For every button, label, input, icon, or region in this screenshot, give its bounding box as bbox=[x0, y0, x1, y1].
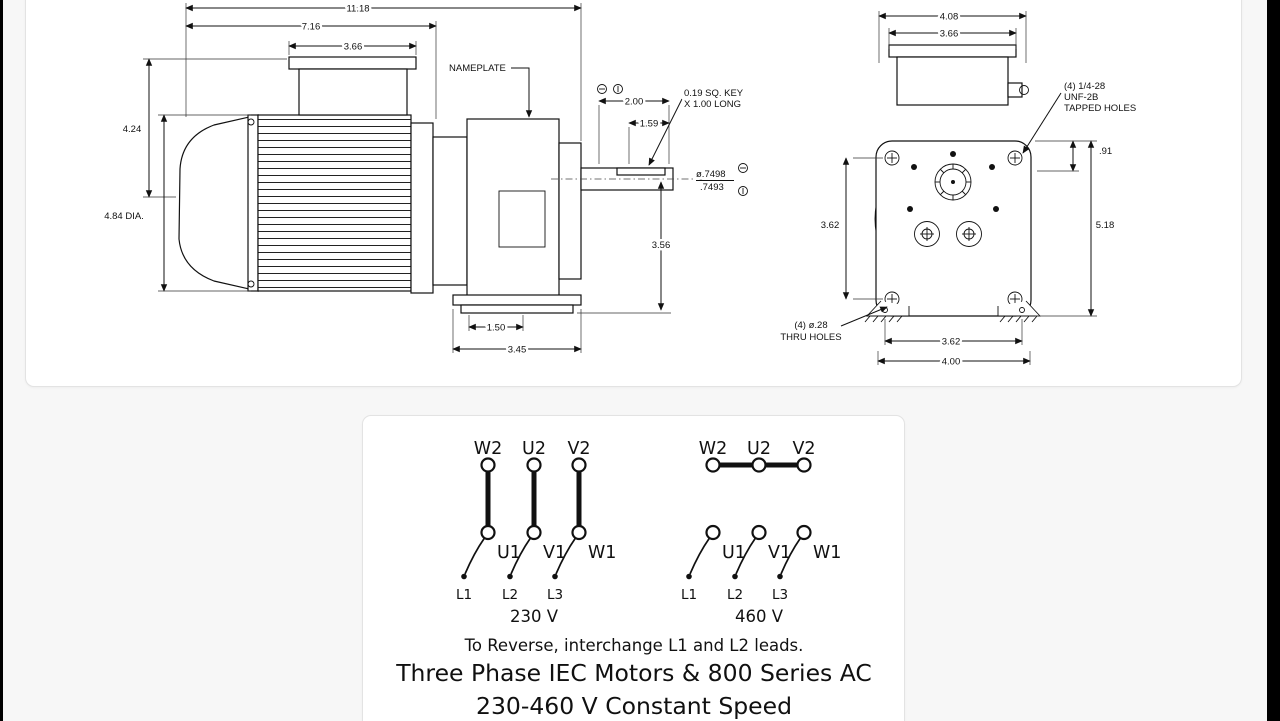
side-view-dimensions bbox=[143, 3, 734, 353]
wiring-title-line2: 230-460 V Constant Speed bbox=[476, 692, 792, 720]
label-v1-460: V1 bbox=[768, 543, 791, 563]
dim-box-width: 3.66 bbox=[344, 42, 363, 53]
label-l2-230: L2 bbox=[502, 587, 518, 603]
label-v2-230: V2 bbox=[567, 439, 590, 459]
tapped-note-line1: (4) 1/4-28 bbox=[1064, 81, 1105, 92]
label-l3-230: L3 bbox=[547, 587, 563, 603]
reverse-note: To Reverse, interchange L1 and L2 leads. bbox=[464, 636, 804, 655]
shaft-end bbox=[934, 163, 972, 201]
dim-424: 4.24 bbox=[123, 124, 142, 135]
terminal-v2 bbox=[571, 457, 587, 473]
gdt-symbols bbox=[597, 84, 748, 196]
dim-356: 3.56 bbox=[652, 240, 671, 251]
end-bell-flange bbox=[247, 114, 259, 292]
dim-91: .91 bbox=[1099, 146, 1112, 157]
dim-overall-length: 11.18 bbox=[346, 4, 369, 15]
label-l2-460: L2 bbox=[727, 587, 743, 603]
end-bell bbox=[178, 114, 259, 292]
tapped-note-line2: UNF-2B bbox=[1064, 92, 1098, 103]
dim-200: 2.00 bbox=[625, 97, 644, 108]
gland-knob bbox=[1019, 85, 1029, 95]
label-l3-460: L3 bbox=[772, 587, 788, 603]
dimension-drawing-panel: 11.18 7.16 3.66 4.24 4.84 DIA. NAMEPLATE… bbox=[25, 0, 1242, 387]
voltage-230: 230 V bbox=[510, 607, 559, 626]
side-view: 11.18 7.16 3.66 4.24 4.84 DIA. NAMEPLATE… bbox=[102, 1, 748, 358]
terminal-u1 bbox=[705, 524, 721, 541]
label-u1-460: U1 bbox=[722, 543, 746, 563]
conduit-box-body-end bbox=[896, 56, 1009, 106]
label-u2-230: U2 bbox=[522, 439, 546, 459]
shaft-dia-lower: .7493 bbox=[700, 182, 724, 193]
wiring-group-460v: W2 U2 V2 U1 V1 W1 L1 L2 L3 460 V bbox=[681, 439, 842, 626]
dim-362-left: 3.62 bbox=[821, 220, 840, 231]
end-view: 4.08 3.66 (4) 1/4-28 UNF-2B TAPPED HOLES… bbox=[778, 9, 1139, 370]
label-l1-230: L1 bbox=[456, 587, 472, 603]
terminal-w2 bbox=[705, 457, 721, 473]
wiring-diagram: W2 U2 V2 U1 V1 W1 L1 L2 L3 230 V bbox=[395, 439, 872, 720]
key-note-line2: X 1.00 LONG bbox=[684, 99, 741, 110]
nameplate-window bbox=[498, 190, 546, 248]
adapter-plate bbox=[410, 122, 434, 294]
label-l1-460: L1 bbox=[681, 587, 697, 603]
wiring-group-230v: W2 U2 V2 U1 V1 W1 L1 L2 L3 230 V bbox=[456, 439, 617, 626]
dim-150: 1.50 bbox=[487, 323, 506, 334]
conduit-box-body bbox=[298, 68, 408, 116]
terminal-v2 bbox=[796, 457, 812, 473]
dim-dia: 4.84 DIA. bbox=[104, 211, 144, 222]
wiring-title-line1: Three Phase IEC Motors & 800 Series AC bbox=[395, 659, 872, 687]
voltage-460: 460 V bbox=[735, 607, 784, 626]
dim-408: 4.08 bbox=[940, 12, 959, 23]
dim-400: 4.00 bbox=[942, 357, 961, 368]
label-v1-230: V1 bbox=[543, 543, 566, 563]
label-u2-460: U2 bbox=[747, 439, 771, 459]
shaft-dia-upper: ø.7498 bbox=[696, 169, 726, 180]
gear-housing bbox=[466, 118, 560, 306]
side-view-geometry bbox=[178, 56, 709, 314]
key-note-line1: 0.19 SQ. KEY bbox=[684, 88, 744, 99]
terminal-w1 bbox=[571, 524, 587, 541]
wiring-panel: W2 U2 V2 U1 V1 W1 L1 L2 L3 230 V bbox=[362, 415, 905, 721]
lower-bosses bbox=[914, 221, 982, 247]
base-plate bbox=[452, 294, 582, 306]
terminal-w1 bbox=[796, 524, 812, 541]
screen-edge-right bbox=[1267, 0, 1280, 721]
terminal-u2 bbox=[526, 457, 542, 473]
label-w2-230: W2 bbox=[474, 439, 502, 459]
terminal-w2 bbox=[480, 457, 496, 473]
motor-fin-body bbox=[257, 114, 412, 292]
dim-345: 3.45 bbox=[508, 345, 527, 356]
dim-716: 7.16 bbox=[302, 22, 321, 33]
mounting-foot bbox=[460, 304, 574, 314]
label-v2-460: V2 bbox=[792, 439, 815, 459]
dim-362-bottom: 3.62 bbox=[942, 337, 961, 348]
dim-518: 5.18 bbox=[1096, 220, 1115, 231]
face-plate bbox=[875, 140, 1032, 317]
dim-366-end: 3.66 bbox=[940, 29, 959, 40]
end-view-geometry bbox=[864, 44, 1042, 323]
screen-edge-left bbox=[0, 0, 3, 721]
label-u1-230: U1 bbox=[497, 543, 521, 563]
label-w1-460: W1 bbox=[813, 543, 841, 563]
label-w2-460: W2 bbox=[699, 439, 727, 459]
conduit-box-flange bbox=[288, 56, 417, 70]
cable-gland bbox=[1007, 82, 1023, 98]
thru-note-line2: THRU HOLES bbox=[780, 332, 841, 343]
terminal-v1 bbox=[526, 524, 542, 541]
shaft-key bbox=[616, 167, 666, 176]
spacer bbox=[432, 136, 468, 286]
end-view-dimensions bbox=[840, 11, 1097, 365]
motor-dimension-drawing: 11.18 7.16 3.66 4.24 4.84 DIA. NAMEPLATE… bbox=[102, 1, 1139, 370]
conduit-box-flange-end bbox=[888, 44, 1017, 58]
terminal-u2 bbox=[751, 457, 767, 473]
terminal-u1 bbox=[480, 524, 496, 541]
terminal-v1 bbox=[751, 524, 767, 541]
dim-159: 1.59 bbox=[640, 119, 659, 130]
label-w1-230: W1 bbox=[588, 543, 616, 563]
mounting-feet bbox=[864, 300, 1042, 323]
nameplate-label: NAMEPLATE bbox=[449, 63, 506, 74]
tapped-note-line3: TAPPED HOLES bbox=[1064, 103, 1136, 114]
thru-note-line1: (4) ø.28 bbox=[794, 320, 827, 331]
output-flange bbox=[558, 142, 582, 280]
